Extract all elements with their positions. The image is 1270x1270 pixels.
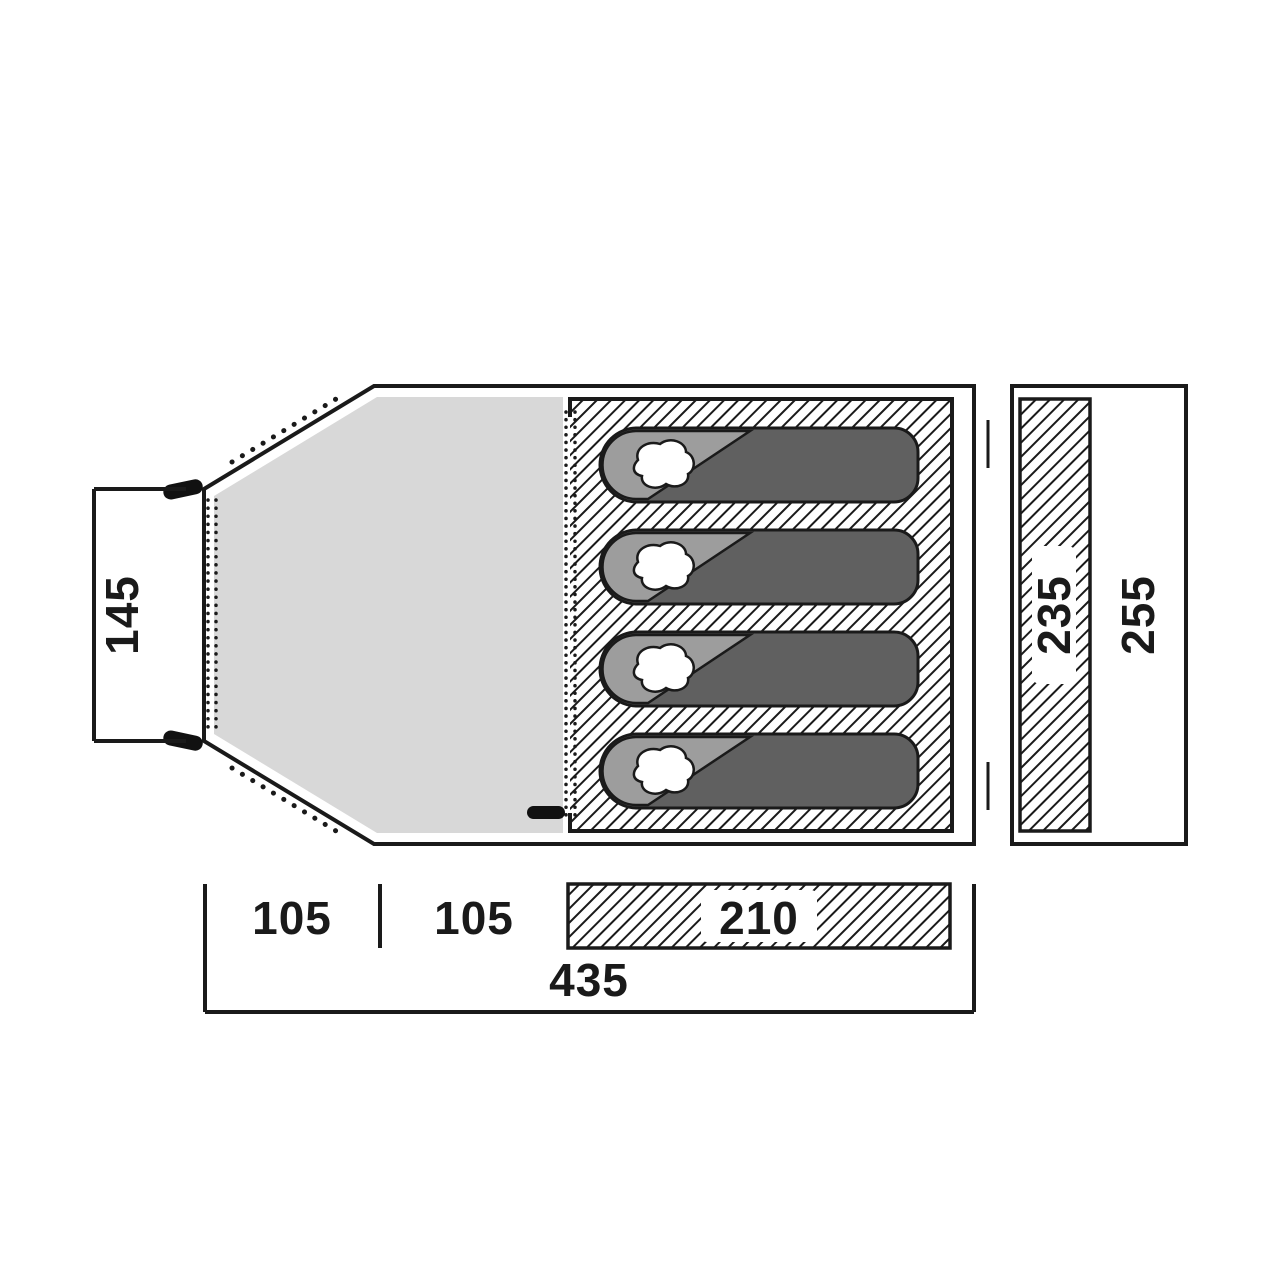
sleeping-bag-3 [598,630,920,708]
dimension-145: 145 [92,487,186,743]
guyline-dotted-bottom [229,765,339,834]
front-door-zipper [206,498,218,732]
dim-label-435: 435 [549,954,629,1006]
bottom-dimensions: 105 105 210 435 [203,882,976,1014]
dim-235-label-box [1032,546,1076,684]
inner-door-zipper [564,410,577,820]
dim-label-255: 255 [1112,575,1164,655]
dim-label-235: 235 [1028,575,1080,655]
guyline-dotted-top [229,396,339,465]
dim-210-label-box [701,890,817,942]
sleeping-bag-1 [598,426,920,504]
dim-label-210: 210 [719,892,799,944]
dim-label-145: 145 [96,575,148,655]
sleeping-bag-2 [598,528,920,606]
porch-area [214,397,563,833]
dim-label-105-b: 105 [434,892,514,944]
zipper-slider [527,806,565,819]
sleeping-bag-4 [598,732,920,810]
sleeping-area-border [568,397,954,833]
side-width-profile: 235 255 [1010,384,1188,846]
dim-label-105-a: 105 [252,892,332,944]
